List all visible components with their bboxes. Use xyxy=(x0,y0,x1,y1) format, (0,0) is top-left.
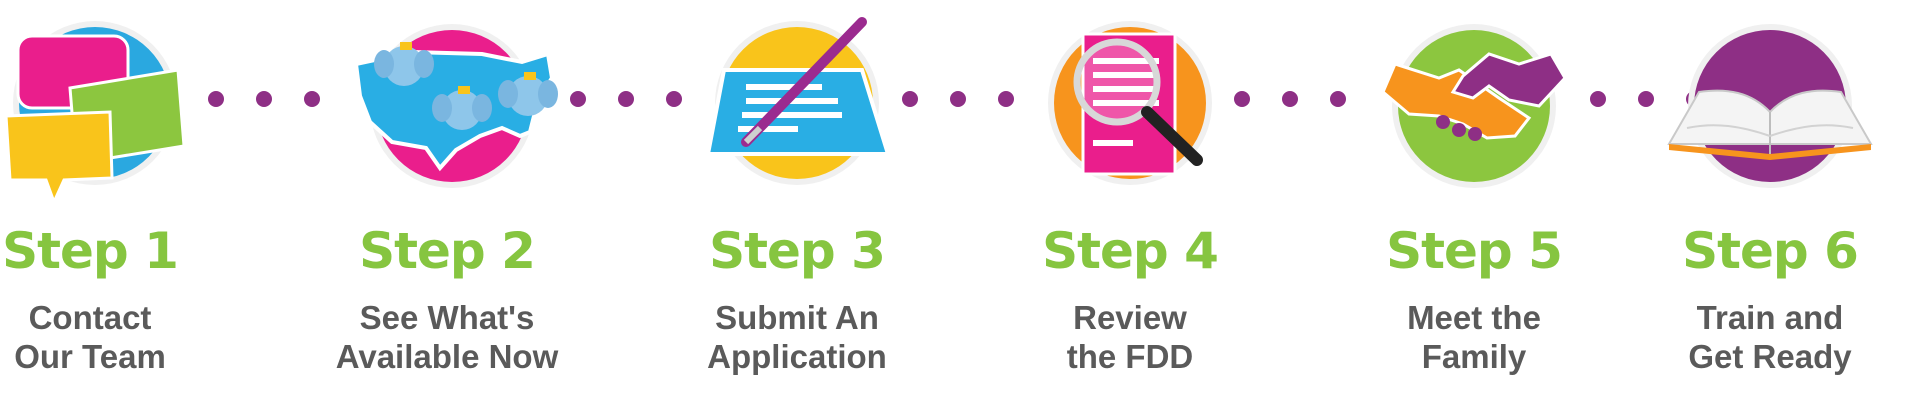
step-description-line: Get Ready xyxy=(1688,338,1852,375)
step-description-line: the FDD xyxy=(1066,338,1194,375)
step-2: Step 2 See What's Available Now xyxy=(297,0,597,405)
step-description: Train and Get Ready xyxy=(1620,298,1920,376)
connector-dots-2-3 xyxy=(570,90,682,108)
document-pen-icon xyxy=(702,17,892,188)
connector-dot xyxy=(902,91,918,107)
step-title: Step 4 xyxy=(1042,222,1219,280)
connector-dot xyxy=(1638,91,1654,107)
step-3: Step 3 Submit An Application xyxy=(647,0,947,405)
step-description: Contact Our Team xyxy=(0,298,240,376)
connector-dots-4-5 xyxy=(1234,90,1346,108)
step-description-line: Family xyxy=(1421,338,1527,375)
connector-dots-1-2 xyxy=(208,90,320,108)
step-description-line: Application xyxy=(707,338,887,375)
connector-dot xyxy=(570,91,586,107)
step-title: Step 3 xyxy=(709,222,886,280)
connector-dot xyxy=(1234,91,1250,107)
step-description-line: Submit An xyxy=(715,299,879,336)
step-title: Step 1 xyxy=(2,222,179,280)
connector-dot xyxy=(950,91,966,107)
step-1: Step 1 Contact Our Team xyxy=(0,0,240,405)
step-description-line: Contact xyxy=(28,299,152,336)
elephant-pin-icon xyxy=(432,86,492,130)
usa-map-icon xyxy=(352,18,558,188)
connector-dots-3-4 xyxy=(902,90,1014,108)
connector-dot xyxy=(1282,91,1298,107)
step-description-line: Review xyxy=(1073,299,1187,336)
step-5: Step 5 Meet the Family xyxy=(1324,0,1624,405)
step-title: Step 5 xyxy=(1386,222,1563,280)
connector-dot xyxy=(1590,91,1606,107)
step-description: See What's Available Now xyxy=(297,298,597,376)
connector-dot xyxy=(208,91,224,107)
step-6: Step 6 Train and Get Ready xyxy=(1620,0,1920,405)
connector-dot xyxy=(1330,91,1346,107)
connector-dot xyxy=(666,91,682,107)
connector-dot xyxy=(304,91,320,107)
step-description: Meet the Family xyxy=(1324,298,1624,376)
connector-dot xyxy=(998,91,1014,107)
step-description-line: Available Now xyxy=(335,338,559,375)
magnifier-document-icon xyxy=(1035,18,1225,188)
step-description-line: See What's xyxy=(359,299,535,336)
connector-dot xyxy=(256,91,272,107)
handshake-icon xyxy=(1379,18,1569,188)
elephant-pin-icon xyxy=(374,42,434,86)
step-4: Step 4 Review the FDD xyxy=(980,0,1280,405)
step-description: Submit An Application xyxy=(647,298,947,376)
step-title: Step 2 xyxy=(359,222,536,280)
step-title: Step 6 xyxy=(1682,222,1859,280)
elephant-pin-icon xyxy=(498,72,558,116)
step-description-line: Our Team xyxy=(14,338,166,375)
step-description-line: Meet the xyxy=(1407,299,1541,336)
step-description: Review the FDD xyxy=(980,298,1280,376)
open-book-icon xyxy=(1667,18,1873,188)
speech-bubbles-icon xyxy=(0,18,190,206)
step-description-line: Train and xyxy=(1696,299,1844,336)
connector-dot xyxy=(618,91,634,107)
